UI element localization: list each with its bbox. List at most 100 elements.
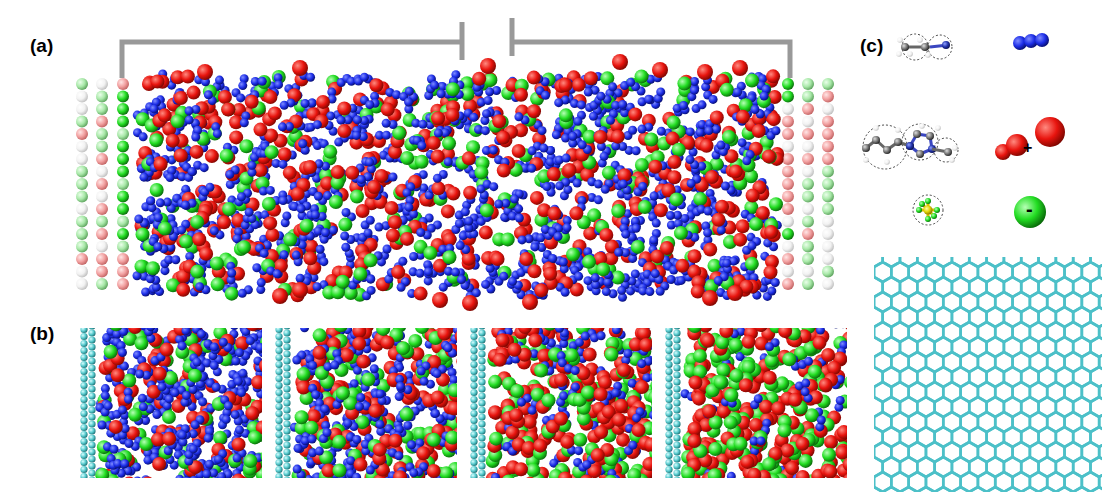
solvent-molecule xyxy=(439,283,448,292)
anion xyxy=(211,277,225,291)
electrode-atom xyxy=(802,166,814,178)
electrode-atom xyxy=(96,266,108,278)
electrode-atom xyxy=(822,216,834,228)
solvent-molecule xyxy=(146,196,155,205)
cation xyxy=(441,204,455,218)
cation xyxy=(388,215,402,229)
solvent-molecule xyxy=(481,280,490,289)
anion xyxy=(480,203,494,217)
solvent-molecule xyxy=(657,127,666,136)
solvent-molecule xyxy=(213,129,222,138)
solvent-molecule xyxy=(687,179,696,188)
solvent-molecule xyxy=(360,73,369,82)
electrode xyxy=(782,78,834,290)
electrode-atom xyxy=(822,266,834,278)
cation xyxy=(496,130,510,144)
solvent-molecule xyxy=(510,195,519,204)
solvent-molecule xyxy=(600,152,609,161)
solvent-molecule xyxy=(353,115,362,124)
electrode-atom xyxy=(782,228,794,240)
solvent-molecule xyxy=(139,173,148,182)
electrode-atom xyxy=(802,141,814,153)
cation xyxy=(512,144,526,158)
solvent-molecule xyxy=(614,248,623,257)
cation xyxy=(703,243,717,257)
solvent-molecule xyxy=(514,112,523,121)
anion xyxy=(501,232,515,246)
cation xyxy=(386,228,400,242)
anion xyxy=(669,192,683,206)
solvent-molecule xyxy=(530,242,539,251)
electrode-atom xyxy=(782,216,794,228)
anion xyxy=(542,73,556,87)
solvent-molecule xyxy=(236,93,245,102)
electrode-atom xyxy=(802,153,814,165)
cation xyxy=(563,163,577,177)
anion xyxy=(210,256,224,270)
solvent-molecule xyxy=(690,86,699,95)
electrode-atom xyxy=(96,128,108,140)
anion xyxy=(338,218,352,232)
solvent-molecule xyxy=(273,269,282,278)
cation xyxy=(463,186,477,200)
solvent-molecule xyxy=(628,126,637,135)
electrode-atom xyxy=(117,241,129,253)
solvent-molecule xyxy=(482,109,491,118)
anion xyxy=(203,85,217,99)
electrode-atom xyxy=(822,241,834,253)
solvent-molecule xyxy=(650,191,659,200)
solvent-molecule xyxy=(306,73,315,82)
anion xyxy=(442,250,456,264)
anion xyxy=(353,267,367,281)
anion xyxy=(237,240,251,254)
solvent-molecule xyxy=(542,182,551,191)
electrode-atom xyxy=(76,266,88,278)
anion xyxy=(672,143,686,157)
electrode-atom xyxy=(822,191,834,203)
anion xyxy=(677,77,691,91)
electrode-atom xyxy=(782,91,794,103)
solvent-molecule xyxy=(398,257,407,266)
anion xyxy=(667,116,681,130)
electrode-atom xyxy=(117,78,129,90)
solvent-molecule xyxy=(760,91,769,100)
solvent-molecule xyxy=(280,101,289,110)
cation xyxy=(733,233,747,247)
cation xyxy=(174,149,188,163)
anion xyxy=(763,150,777,164)
solvent-molecule xyxy=(444,157,453,166)
solvent-molecule xyxy=(499,272,508,281)
solvent-molecule xyxy=(696,128,705,137)
solvent-molecule xyxy=(574,272,583,281)
solvent-molecule xyxy=(573,117,582,126)
anion xyxy=(582,255,596,269)
solvent-molecule xyxy=(563,223,572,232)
solvent-molecule xyxy=(389,173,398,182)
anion xyxy=(221,102,235,116)
electrode-atom xyxy=(802,241,814,253)
cation xyxy=(181,70,195,84)
cation xyxy=(316,95,330,109)
cation xyxy=(221,102,235,116)
solvent-molecule xyxy=(404,203,413,212)
solvent-molecule xyxy=(594,180,603,189)
electrode-atom xyxy=(76,191,88,203)
solvent-molecule xyxy=(686,127,695,136)
solvent-molecule xyxy=(274,80,283,89)
solvent-molecule xyxy=(742,156,751,165)
solvent-molecule xyxy=(562,154,571,163)
electrode-atom xyxy=(822,166,834,178)
cation xyxy=(712,213,726,227)
solvent-molecule xyxy=(204,90,213,99)
electrode-atom xyxy=(117,128,129,140)
solvent-molecule xyxy=(717,141,726,150)
electrode-atom xyxy=(802,116,814,128)
solvent-molecule xyxy=(573,179,582,188)
solvent-molecule xyxy=(321,228,330,237)
electrode-atom xyxy=(802,266,814,278)
cation xyxy=(337,101,351,115)
solvent-molecule xyxy=(594,195,603,204)
solvent-molecule xyxy=(134,215,143,224)
electrode-atom xyxy=(117,116,129,128)
solvent-molecule xyxy=(374,223,383,232)
